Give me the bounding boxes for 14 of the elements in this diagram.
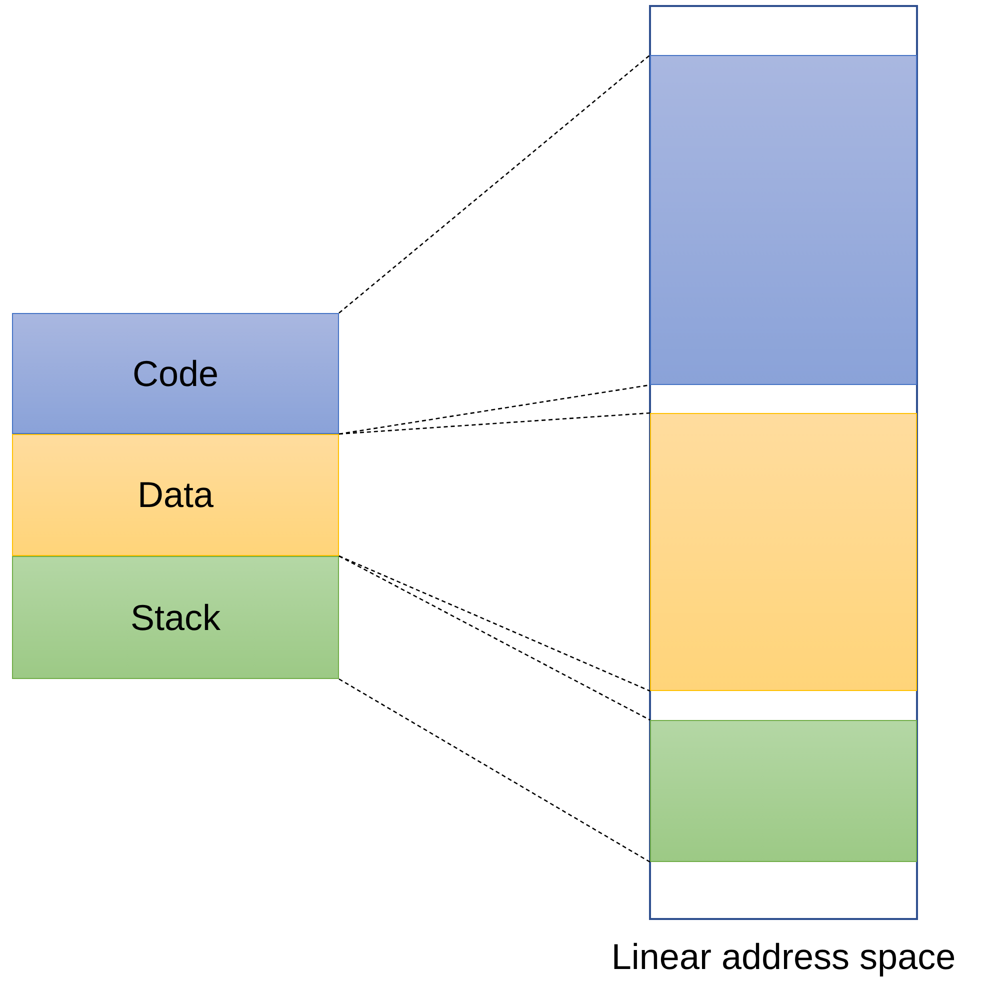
segment-box [12,434,339,556]
axis-caption: Linear address space [611,936,956,978]
segment-label: Data [137,474,214,516]
segment-label: Stack [130,596,221,638]
dashed-mapping-line [338,54,650,314]
dashed-mapping-line [338,555,650,721]
stack-region-block [650,720,917,862]
segment-label: Code [132,352,219,394]
code-region-block [650,55,917,385]
dashed-mapping-line [338,678,650,863]
dashed-mapping-line [338,412,650,435]
segment-box [12,556,339,679]
segment-box [12,313,339,434]
data-region-block [650,413,917,691]
